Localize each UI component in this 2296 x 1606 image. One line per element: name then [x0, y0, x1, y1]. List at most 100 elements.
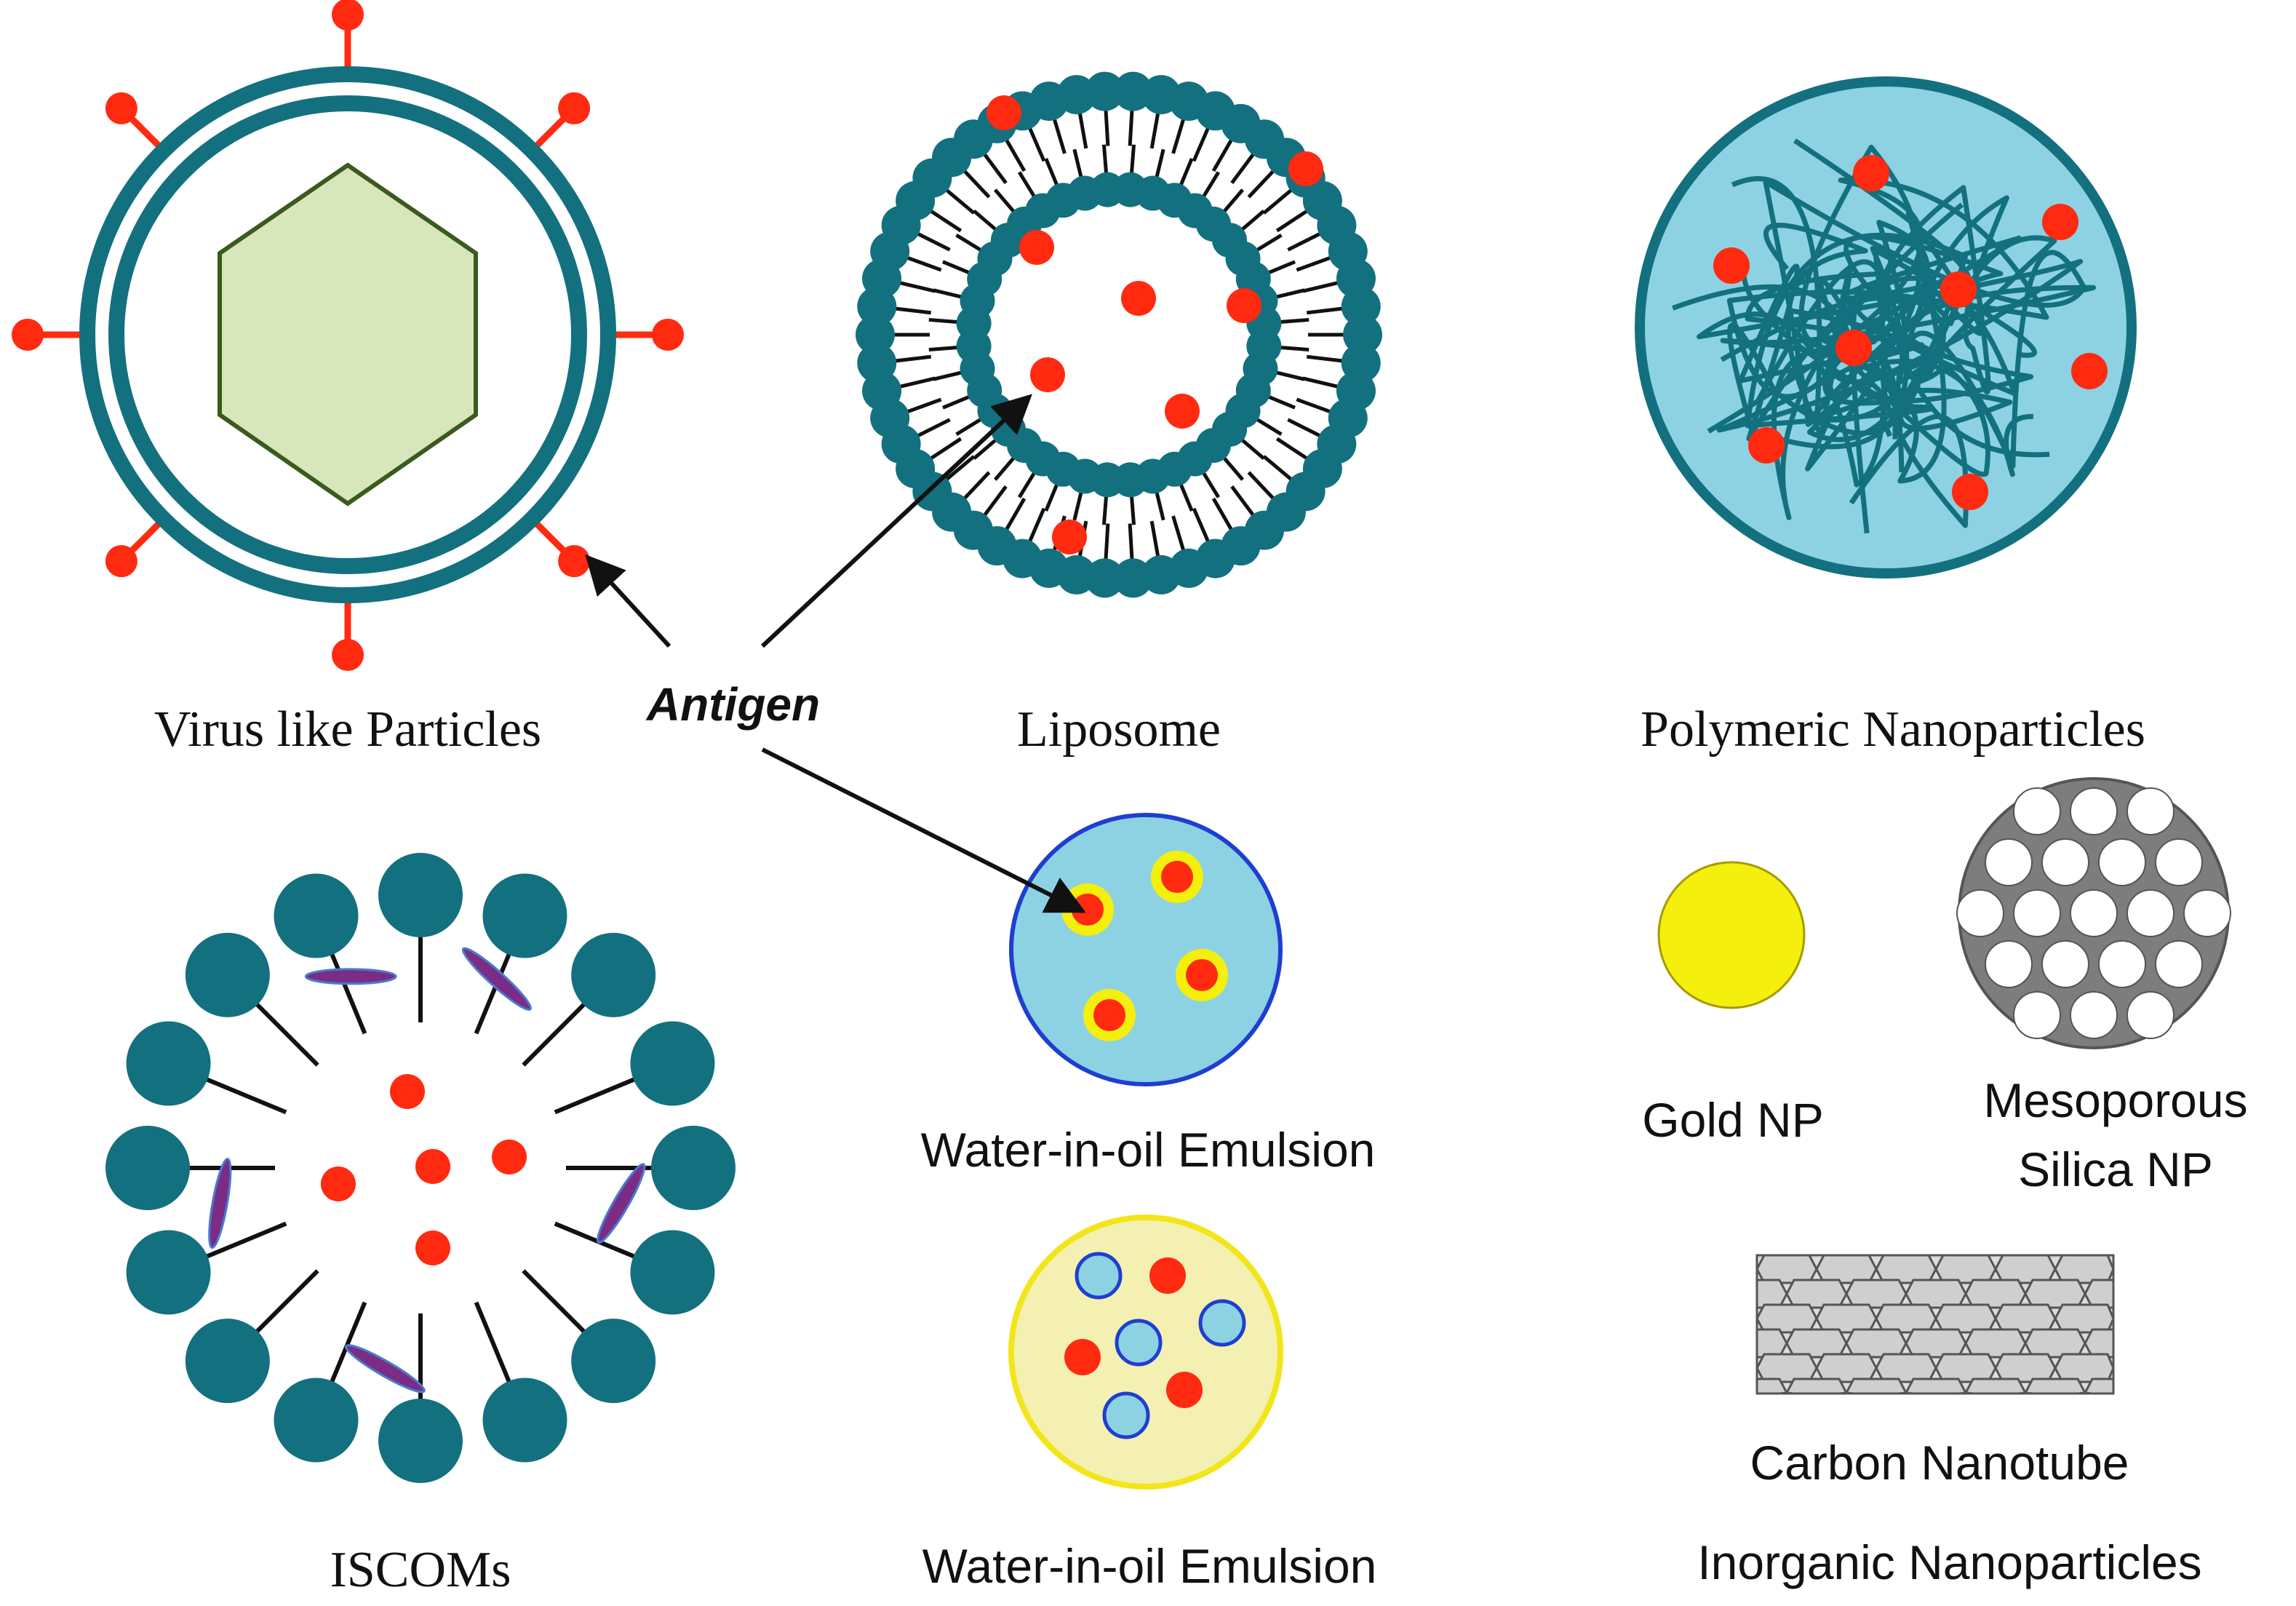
lipo-head-outer [1343, 315, 1382, 354]
nanotube-hexagon [1875, 1254, 1937, 1284]
lipo-tail-outer [1302, 280, 1341, 293]
lipo-tail-outer [1287, 418, 1323, 439]
virus-like-particle [12, 0, 684, 671]
silica-pore [2041, 940, 2089, 988]
vlp-capsid-hexagon [218, 162, 478, 506]
nanotube-hexagon [2084, 1328, 2115, 1359]
water-droplet [1075, 1252, 1123, 1300]
arrow-to-liposome-antigen [760, 394, 1032, 648]
lipo-tail-outer [904, 397, 942, 415]
emulsion-antigen [1149, 1257, 1186, 1294]
iscom-saponin [208, 947, 646, 1394]
liposome-lipid-heads [856, 71, 1382, 598]
lipo-tail-outer [1171, 515, 1186, 553]
nanotube-hexagon [1844, 1378, 1908, 1395]
silica-pore [1956, 889, 2004, 937]
label-antigen: Antigen [645, 678, 820, 731]
iscom-antigen [492, 1140, 527, 1174]
nanotube-hexagon [1815, 1254, 1878, 1284]
lipo-tail-outer [893, 306, 932, 315]
silica-pore [2126, 787, 2175, 835]
lipo-tail-outer [1275, 208, 1310, 233]
lipo-tail-outer [1296, 255, 1334, 272]
mesoporous-silica-nanoparticle [1956, 777, 2231, 1049]
nanotube-hexagon [1815, 1353, 1878, 1383]
polymer-strands [1672, 138, 2096, 534]
liposome [856, 71, 1382, 598]
lipo-tail-outer [1230, 485, 1256, 518]
silica-pore [1985, 838, 2033, 886]
lipo-tail-outer [1275, 437, 1310, 461]
liposome-lipid-tails [892, 108, 1346, 562]
lipo-tail-outer [1077, 111, 1088, 149]
lipo-tail-outer [1027, 507, 1046, 544]
iscom-lipid-head [571, 1319, 656, 1404]
nanotube-hexagon [1964, 1279, 2027, 1309]
iscom-lipid-head [630, 1021, 715, 1106]
lipo-antigen [1288, 151, 1323, 186]
vlp-spike-antigen [558, 92, 591, 124]
silica-pore [2098, 940, 2146, 988]
lipo-tail-outer [904, 255, 942, 272]
lipo-tail-outer [915, 231, 951, 252]
iscom-lipid-tail [329, 1301, 367, 1384]
lipo-tail-outer [1052, 116, 1067, 154]
nanotube-hexagon [1994, 1303, 2057, 1334]
silica-pore [2098, 838, 2146, 886]
polymer-antigen [1853, 155, 1889, 191]
silica-pore [2013, 787, 2061, 835]
lipo-tail-outer [1247, 471, 1276, 501]
iscom-saponin-cage [304, 968, 397, 985]
lipo-tail-outer [1302, 376, 1341, 389]
iscom-lipid-heads [105, 853, 736, 1483]
liposome-antigens [986, 95, 1323, 554]
lipo-antigen [1052, 520, 1087, 554]
lipo-tail-outer [1262, 187, 1294, 215]
emulsion-antigen [1093, 999, 1125, 1031]
iscom-lipid-head [274, 1378, 359, 1463]
emulsion-antigen [1166, 1372, 1203, 1408]
water-droplet [1198, 1299, 1246, 1347]
silica-pore [2155, 940, 2203, 988]
gold-nanoparticle [1657, 861, 1806, 1009]
vlp-spike-antigen [12, 319, 44, 351]
lipo-head-outer [1341, 287, 1381, 327]
label-liposome: Liposome [1017, 701, 1221, 758]
iscom-lipid-head [185, 932, 270, 1017]
lipo-antigen [1121, 281, 1156, 316]
lipo-tail-outer [893, 354, 932, 363]
silica-pore [2013, 991, 2061, 1039]
water-droplet [1115, 1319, 1163, 1367]
silica-pore [1985, 940, 2033, 988]
lipo-tail-outer [1211, 137, 1235, 172]
lipo-tail-outer [1128, 108, 1134, 146]
antigen-pointers [585, 394, 1086, 913]
nanotube-hexagon [1964, 1328, 2027, 1359]
iscom-lipid-tail [522, 1269, 587, 1335]
iscom-lipid-head [274, 873, 359, 958]
iscom-lipid-head [126, 1021, 211, 1106]
iscom-lipid-tail [254, 1269, 319, 1335]
lipo-tail-outer [1262, 455, 1294, 482]
arrow-to-vlp-antigen [585, 554, 671, 648]
lipo-tail-outer [981, 151, 1008, 184]
label-emulsion-top: Water-in-oil Emulsion [921, 1123, 1376, 1177]
iscom-lipid-tail [254, 1001, 319, 1067]
nanotube-hexagon [1755, 1254, 1818, 1284]
nanotube-hexagon [1845, 1328, 1908, 1359]
iscom-lipid-head [630, 1230, 715, 1315]
emulsion-bottom [1008, 1215, 1283, 1490]
polymer-antigens [1713, 155, 2108, 510]
lipo-head-outer [1113, 558, 1153, 598]
iscom-lipid-tail [474, 1301, 512, 1384]
nanotube-hexagon [1904, 1378, 1968, 1395]
nanotube-hexagon [1934, 1254, 1997, 1284]
emulsion-antigen [1186, 959, 1218, 991]
iscom-saponin-cage [208, 1158, 232, 1249]
nanotube-hexagon [2054, 1303, 2115, 1334]
nanotube-hexagon [1994, 1353, 2057, 1383]
nanotube-hexagon [1785, 1279, 1848, 1309]
polymer-antigen [1713, 247, 1750, 284]
vlp-surface-antigens [12, 0, 684, 671]
